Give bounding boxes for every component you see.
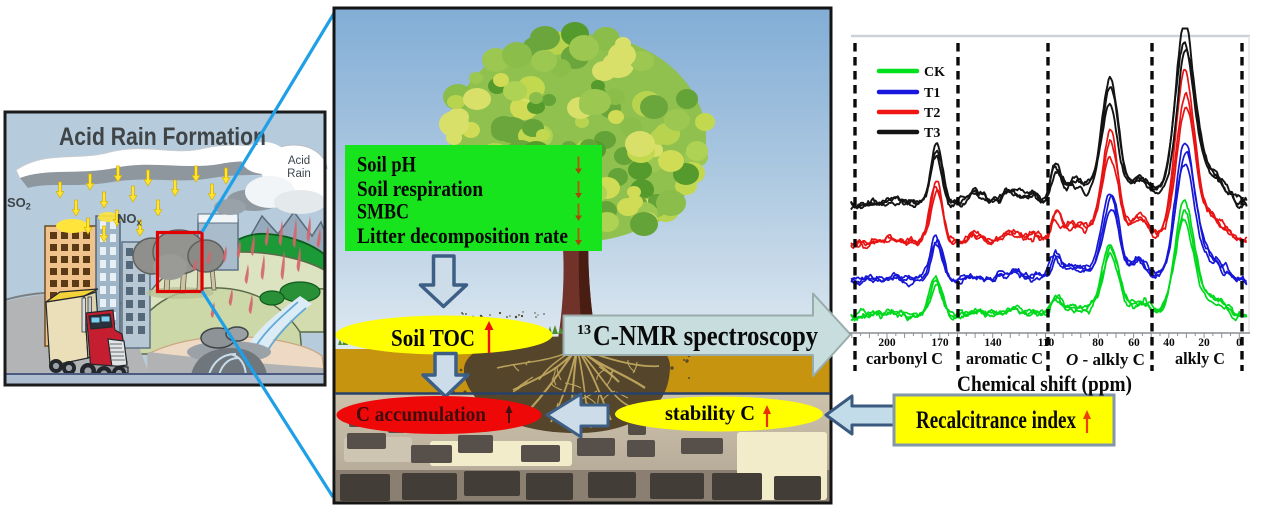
- svg-text:T3: T3: [924, 126, 940, 141]
- svg-text:140: 140: [984, 337, 1002, 349]
- svg-text:O - alkly C: O - alkly C: [1066, 350, 1145, 369]
- svg-text:13: 13: [577, 323, 591, 338]
- svg-text:NOx: NOx: [117, 211, 142, 228]
- svg-text:carbonyl C: carbonyl C: [866, 349, 943, 368]
- svg-text:Rain: Rain: [287, 168, 311, 180]
- svg-text:aromatic C: aromatic C: [966, 349, 1043, 368]
- svg-text:Soil respiration: Soil respiration: [357, 176, 483, 201]
- svg-text:Soil TOC: Soil TOC: [391, 326, 475, 352]
- svg-text:80: 80: [1092, 337, 1104, 349]
- svg-text:SO2: SO2: [7, 195, 31, 212]
- svg-text:Acid Rain Formation: Acid Rain Formation: [59, 123, 266, 151]
- svg-text:alkly C: alkly C: [1175, 349, 1225, 368]
- svg-text:T2: T2: [924, 106, 940, 121]
- svg-text:20: 20: [1198, 337, 1210, 349]
- svg-text:T1: T1: [924, 86, 940, 101]
- svg-text:60: 60: [1128, 337, 1140, 349]
- svg-text:40: 40: [1163, 337, 1175, 349]
- svg-text:200: 200: [878, 337, 896, 349]
- svg-text:C accumulation: C accumulation: [356, 402, 486, 426]
- svg-text:Litter decomposition rate: Litter decomposition rate: [357, 223, 568, 248]
- svg-text:Chemical shift (ppm): Chemical shift (ppm): [957, 371, 1132, 396]
- svg-text:SMBC: SMBC: [357, 199, 409, 224]
- svg-text:stability C: stability C: [665, 401, 755, 425]
- svg-text:CK: CK: [924, 65, 945, 80]
- svg-text:C-NMR spectroscopy: C-NMR spectroscopy: [593, 320, 818, 352]
- svg-text:Soil pH: Soil pH: [357, 152, 416, 177]
- svg-text:170: 170: [931, 337, 949, 349]
- svg-text:0: 0: [1236, 337, 1242, 349]
- svg-text:Acid: Acid: [288, 155, 310, 167]
- svg-text:110: 110: [1038, 337, 1055, 349]
- svg-text:Recalcitrance index: Recalcitrance index: [916, 407, 1076, 434]
